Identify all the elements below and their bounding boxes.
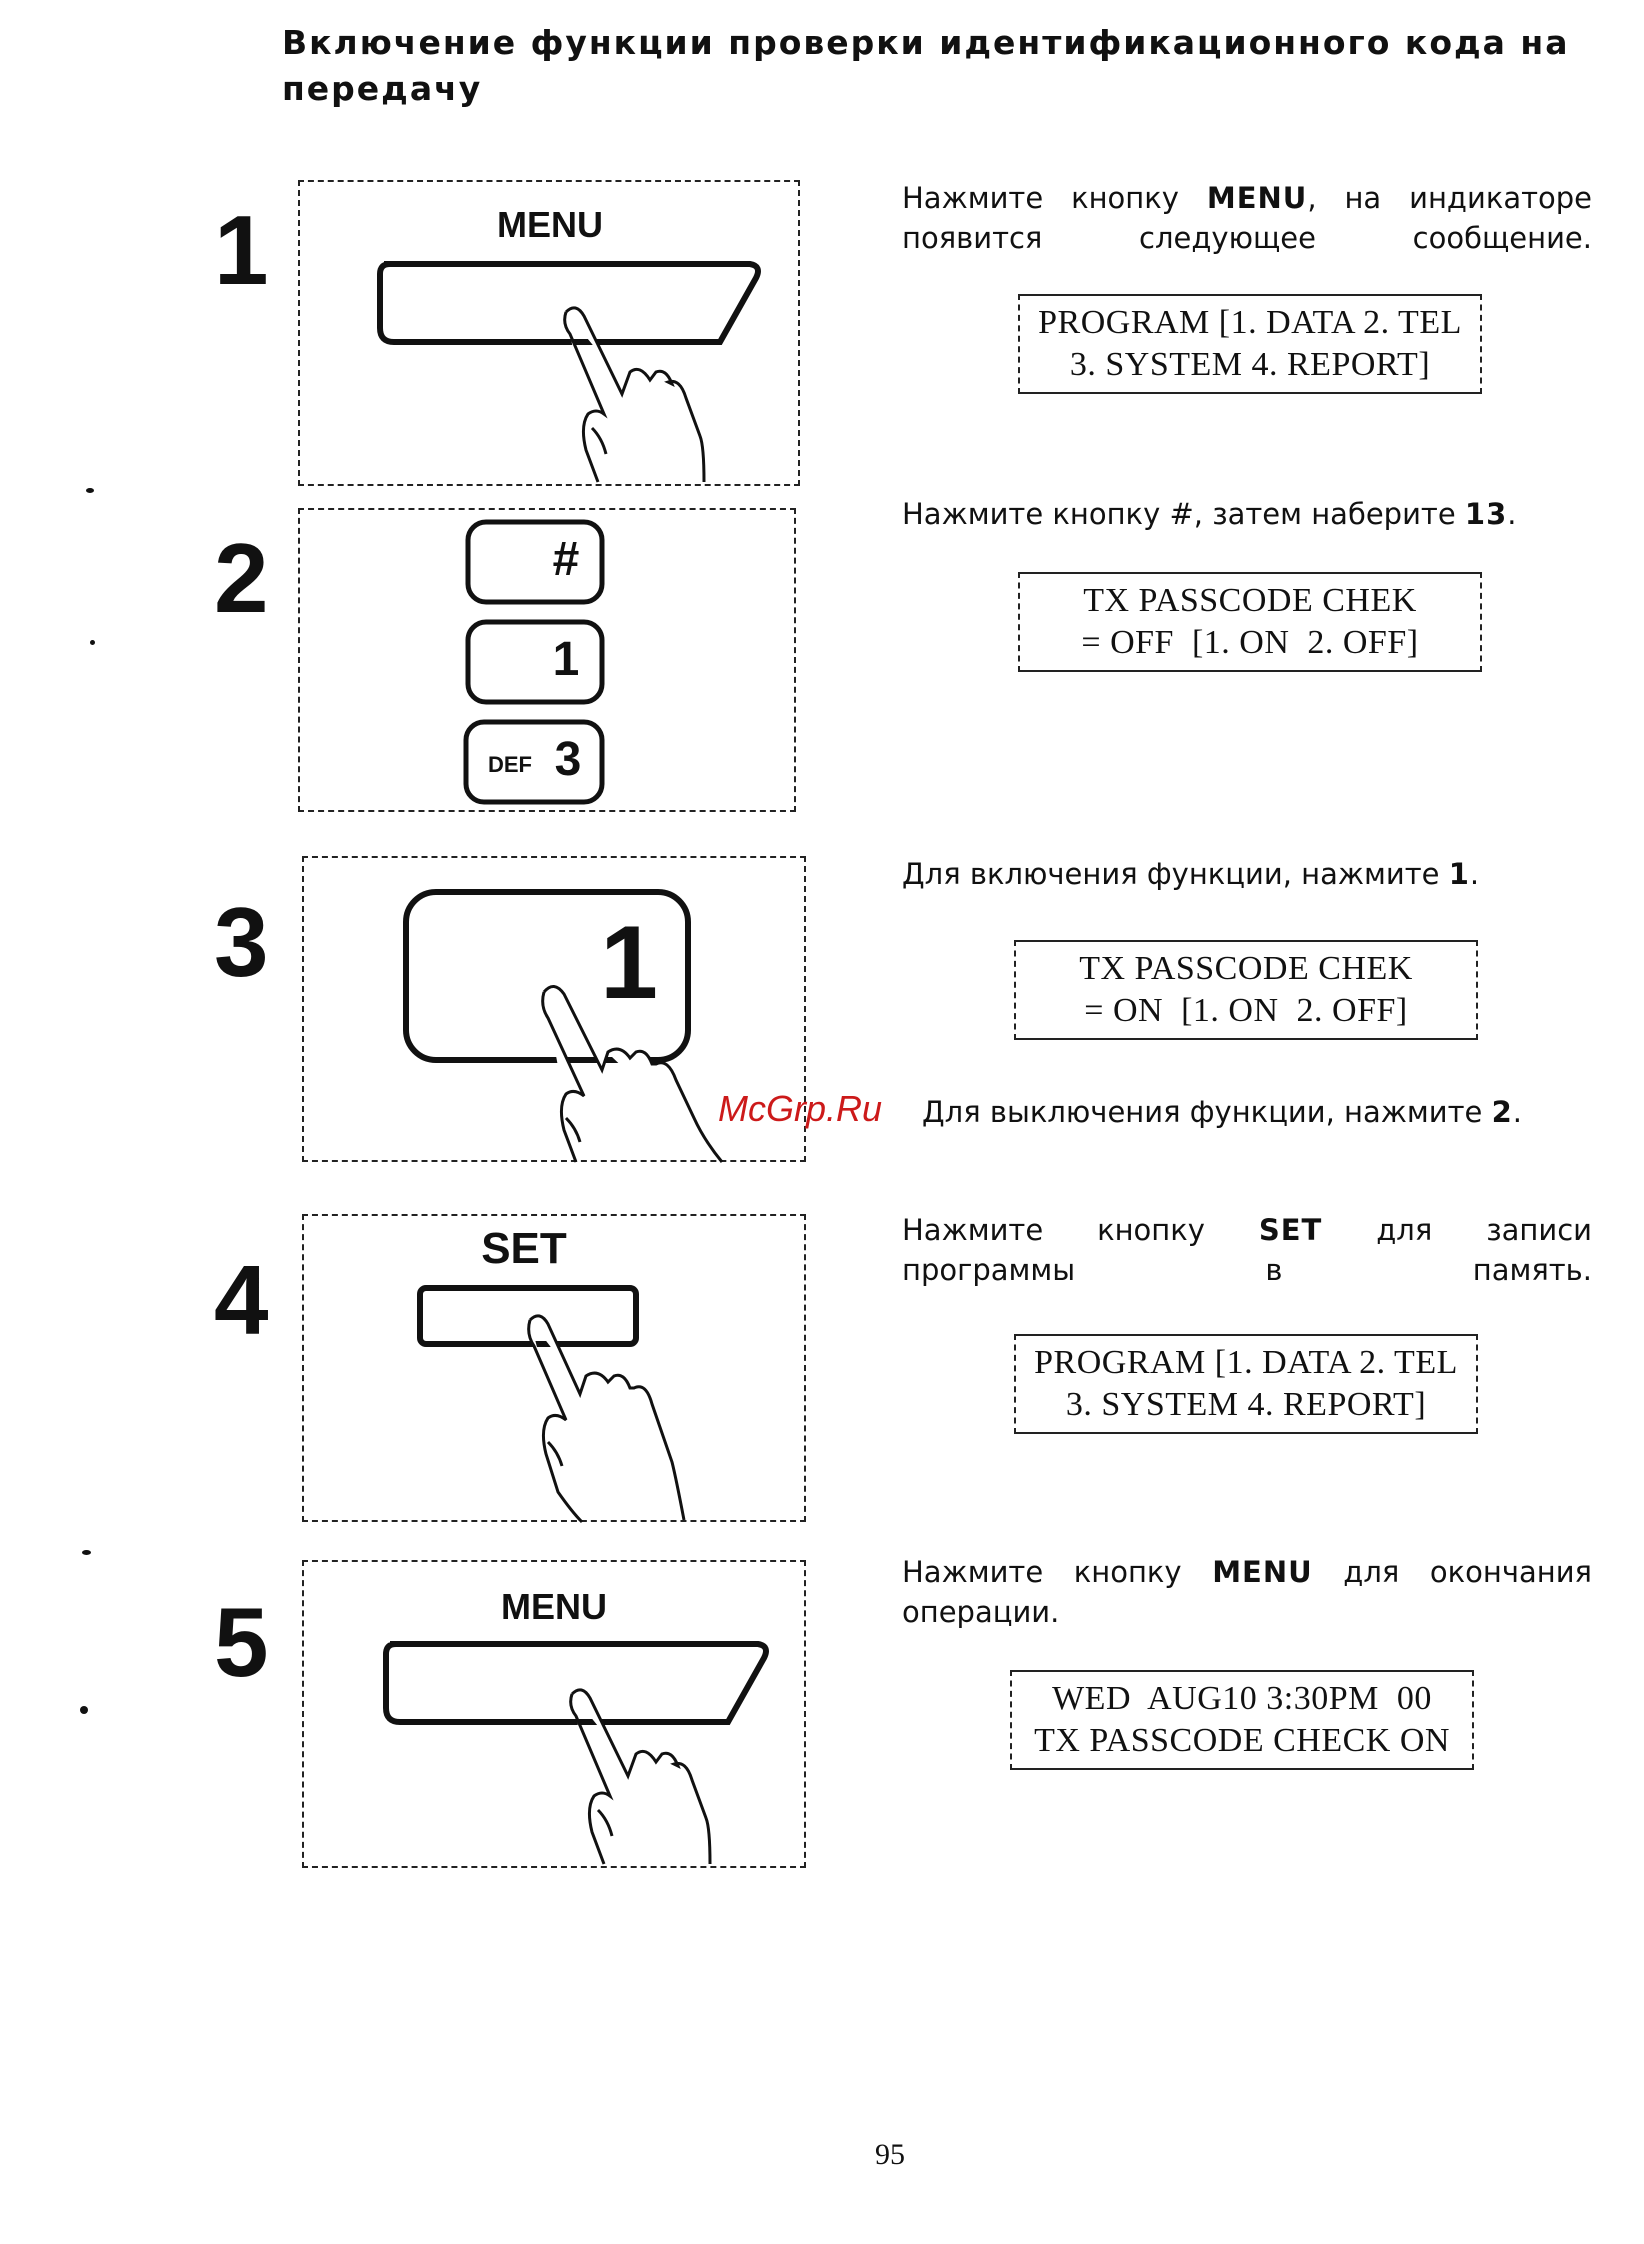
menu-key-label: MENU — [497, 204, 603, 245]
pointing-hand-icon — [563, 306, 706, 483]
step-4-illustration: SET — [302, 1214, 806, 1524]
step-4-instruction: Нажмите кнопку SET для записи программы … — [902, 1213, 1592, 1287]
step-3-display: TX PASSCODE CHEK = ON [1. ON 2. OFF] — [1014, 940, 1478, 1040]
step-4-display: PROGRAM [1. DATA 2. TEL 3. SYSTEM 4. REP… — [1014, 1334, 1478, 1434]
pointing-hand-icon — [569, 1688, 712, 1865]
step-3-number: 3 — [214, 887, 269, 997]
step-1-instruction: Нажмите кнопку MENU, на индикаторе появи… — [902, 181, 1592, 255]
three-key-label: 3 — [554, 733, 582, 786]
one-key-label: 1 — [552, 633, 580, 686]
set-key-label: SET — [481, 1224, 567, 1273]
pointing-hand-icon — [541, 985, 724, 1163]
step-3-note: Для выключения функции, нажмите 2. — [922, 1095, 1522, 1129]
watermark: McGrp.Ru — [718, 1088, 883, 1129]
step-1-illustration: MENU — [298, 180, 800, 486]
scan-speck — [86, 488, 94, 493]
step-5-display: WED AUG10 3:30PM 00 TX PASSCODE CHECK ON — [1010, 1670, 1474, 1770]
step-5-illustration: MENU — [302, 1560, 806, 1868]
scan-speck — [90, 640, 95, 645]
menu-key-icon — [377, 261, 761, 483]
step-5-number: 5 — [214, 1587, 269, 1697]
one-key-icon — [465, 619, 605, 705]
def-three-key-icon — [463, 719, 605, 805]
hash-key-label: # — [552, 533, 580, 586]
scan-speck — [80, 1706, 88, 1714]
step-2-instruction: Нажмите кнопку #, затем наберите 13. — [902, 497, 1517, 531]
step-5-instruction: Нажмите кнопку MENU для окончания операц… — [902, 1555, 1592, 1629]
step-2-illustration: # 1 DEF 3 — [298, 508, 796, 812]
page-title: Включение функции проверки идентификацио… — [282, 23, 1570, 108]
step-4-number: 4 — [214, 1245, 269, 1355]
step-1-display: PROGRAM [1. DATA 2. TEL 3. SYSTEM 4. REP… — [1018, 294, 1482, 394]
pointing-hand-icon — [527, 1314, 686, 1524]
menu-key-label: MENU — [501, 1586, 607, 1627]
hash-key-icon — [465, 519, 605, 605]
step-2-number: 2 — [214, 523, 269, 633]
step-2-display: TX PASSCODE CHEK = OFF [1. ON 2. OFF] — [1018, 572, 1482, 672]
one-key-large-label: 1 — [600, 905, 658, 1021]
page-number: 95 — [875, 2138, 905, 2171]
step-1-number: 1 — [214, 195, 269, 305]
set-key-icon — [417, 1285, 686, 1524]
def-key-prefix: DEF — [488, 752, 532, 777]
menu-key-icon — [383, 1641, 769, 1865]
step-3-instruction: Для включения функции, нажмите 1. — [902, 857, 1480, 891]
scan-speck — [82, 1550, 91, 1555]
step-3-illustration: 1 — [302, 856, 806, 1163]
one-key-large-icon — [403, 889, 691, 1063]
